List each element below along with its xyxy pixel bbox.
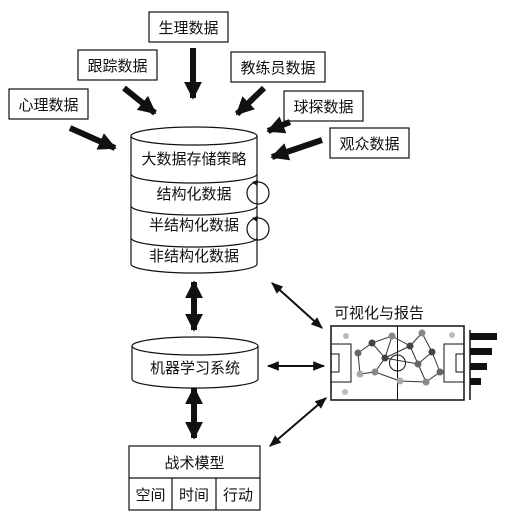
source-psychological-label: 心理数据 xyxy=(18,96,78,114)
arrow-tracking xyxy=(122,85,157,116)
storage-structured: 结构化数据 xyxy=(156,185,231,203)
source-psychological: 心理数据 xyxy=(8,88,89,120)
tactical-cell-time: 时间 xyxy=(179,486,209,504)
refresh-cycle-icon xyxy=(246,216,270,241)
source-audience-label: 观众数据 xyxy=(339,135,399,153)
player-nodes xyxy=(342,329,455,395)
tactical-model-title: 战术模型 xyxy=(164,454,224,472)
visualization-arrows xyxy=(266,282,327,447)
tactical-cell-space: 空间 xyxy=(135,486,165,504)
ml-system-cylinder: 机器学习系统 xyxy=(131,336,259,389)
arrow-coach xyxy=(234,85,267,117)
visualization-title: 可视化与报告 xyxy=(334,304,424,322)
source-audience: 观众数据 xyxy=(329,127,410,159)
refresh-cycle-icon xyxy=(246,180,270,205)
arrow-tactical-visualization xyxy=(269,397,327,447)
source-tracking-label: 跟踪数据 xyxy=(87,57,147,75)
source-coach: 教练员数据 xyxy=(230,51,326,83)
source-tracking: 跟踪数据 xyxy=(77,49,158,81)
arrow-storage-visualization xyxy=(271,282,323,329)
input-arrows xyxy=(68,48,323,161)
bar-chart-icon xyxy=(469,330,497,400)
source-physiological: 生理数据 xyxy=(148,11,229,43)
arrow-audience xyxy=(270,137,323,161)
arrow-psychological xyxy=(68,125,117,151)
source-coach-label: 教练员数据 xyxy=(240,59,315,77)
storage-semi-structured: 半结构化数据 xyxy=(149,216,239,234)
source-physiological-label: 生理数据 xyxy=(158,19,218,37)
source-scout-label: 球探数据 xyxy=(293,98,353,116)
arrow-scout xyxy=(266,116,292,134)
soccer-pitch-network-icon xyxy=(330,325,465,401)
storage-cylinder: 大数据存储策略 结构化数据 半结构化数据 非结构化数据 xyxy=(130,126,270,274)
storage-title: 大数据存储策略 xyxy=(141,150,246,168)
tactical-cell-action: 行动 xyxy=(223,486,253,504)
storage-unstructured: 非结构化数据 xyxy=(149,247,239,265)
ml-system-label: 机器学习系统 xyxy=(150,359,240,377)
tactical-model: 战术模型 空间 时间 行动 xyxy=(128,445,261,511)
source-scout: 球探数据 xyxy=(283,90,364,122)
